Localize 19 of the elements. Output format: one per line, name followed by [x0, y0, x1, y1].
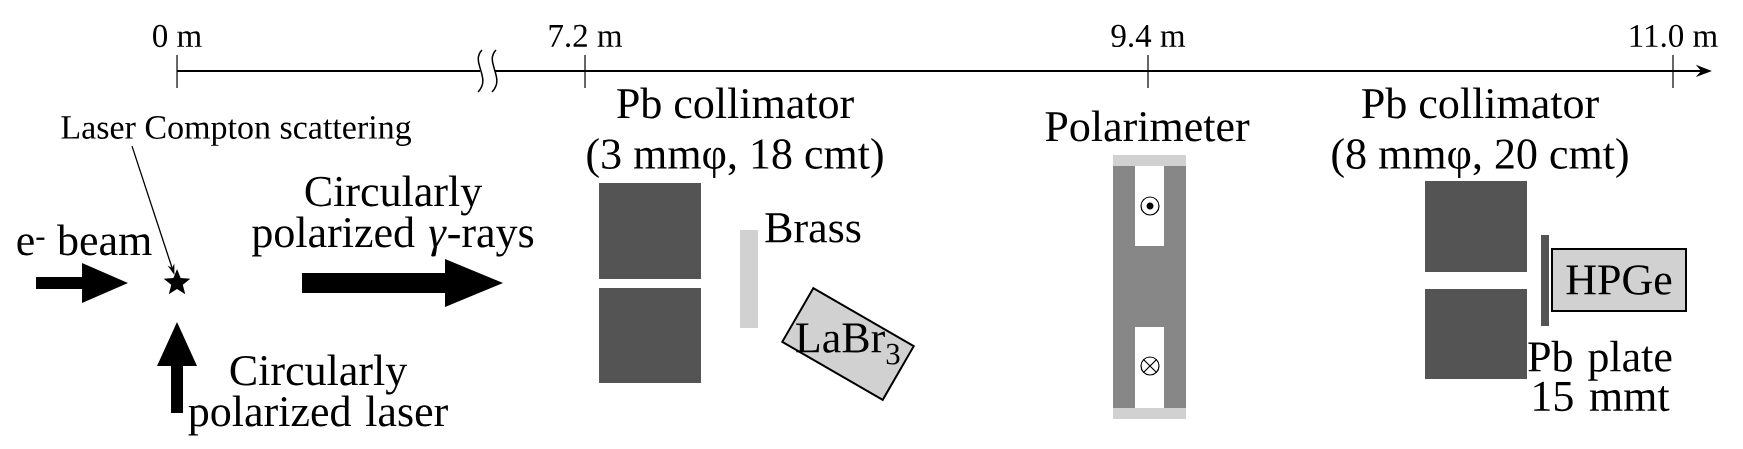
beam-label: Circularly polarized laser — [188, 354, 448, 436]
tick-label: 0 m — [153, 24, 202, 48]
component-label: (3 mmφ, 18 cmt) — [587, 138, 883, 178]
beam-label: e$^{-}$ beam — [17, 224, 152, 256]
tick-label: 11.0 m — [1630, 24, 1718, 48]
star-mark — [163, 269, 191, 295]
component-label: Pb plate 15 mmt — [1528, 340, 1672, 412]
lead-plate — [1541, 235, 1549, 326]
component-label: Pb collimator — [617, 87, 854, 119]
leader-text: Laser Compton scattering — [61, 116, 412, 146]
detector-box: HPGe — [1551, 248, 1687, 312]
component-label: (8 mmφ, 20 cmt) — [1332, 138, 1628, 178]
tick-label: 9.4 m — [1111, 24, 1186, 48]
component-label: Brass — [765, 213, 861, 243]
brass-plate — [740, 230, 758, 328]
tick-label: 7.2 m — [549, 24, 623, 48]
component-label: Polarimeter — [1045, 110, 1250, 142]
component-label: Pb collimator — [1362, 87, 1599, 119]
beam-label: Circularly polarized γ-rays — [252, 175, 534, 257]
